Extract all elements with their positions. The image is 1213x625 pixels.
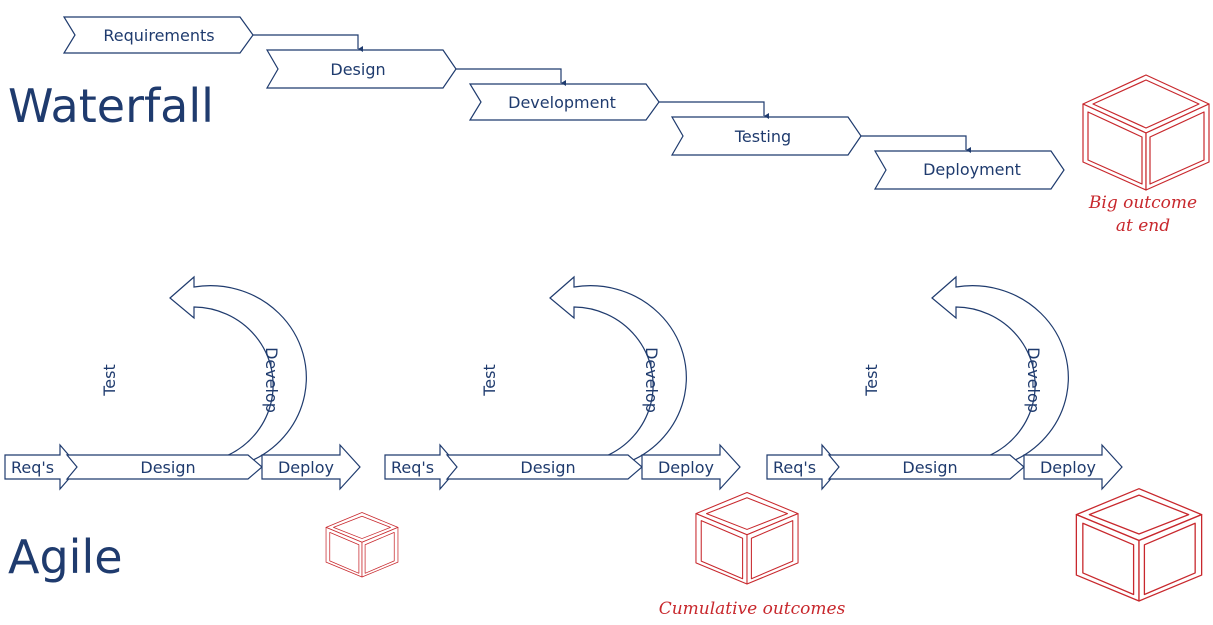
cycle-loop-arrow: [921, 275, 1069, 471]
waterfall-stage-design: Design: [265, 49, 457, 89]
waterfall-stage-requirements: Requirements: [62, 16, 254, 54]
svg-text:Req's: Req's: [11, 458, 54, 477]
svg-text:Req's: Req's: [391, 458, 434, 477]
connector-arrow: [253, 34, 363, 52]
agile-cycle-2: Req's Design Deploy Develop Test: [384, 275, 741, 491]
waterfall-stage-deployment: Deployment: [873, 150, 1065, 190]
deploy-arrow: [261, 443, 361, 491]
big-outcome-label: Big outcome: [1088, 193, 1197, 213]
connector-arrow: [659, 101, 769, 119]
cycle-loop-arrow: [539, 275, 687, 471]
svg-text:Deploy: Deploy: [658, 458, 714, 477]
svg-text:Test: Test: [480, 364, 499, 397]
deploy-arrow: [641, 443, 741, 491]
svg-text:Deploy: Deploy: [278, 458, 334, 477]
deploy-arrow: [1023, 443, 1123, 491]
svg-text:Develop: Develop: [1024, 347, 1043, 413]
svg-text:Design: Design: [140, 458, 195, 477]
design-arrow: [445, 454, 643, 480]
svg-text:Testing: Testing: [734, 127, 791, 146]
connector-arrow: [456, 68, 566, 86]
svg-text:Design: Design: [520, 458, 575, 477]
svg-text:Req's: Req's: [773, 458, 816, 477]
cycle-loop-arrow: [159, 275, 307, 471]
design-arrow: [827, 454, 1025, 480]
svg-text:Development: Development: [508, 93, 616, 112]
big-outcome-label-2: at end: [1116, 216, 1170, 236]
cumulative-outcomes-label: Cumulative outcomes: [659, 599, 846, 619]
large-outcome-box-icon: [1075, 488, 1203, 602]
connector-arrow: [861, 135, 971, 153]
svg-text:Design: Design: [902, 458, 957, 477]
svg-text:Design: Design: [330, 60, 385, 79]
agile-cycle-3: Req's Design Deploy Develop Test: [766, 275, 1123, 491]
svg-text:Test: Test: [100, 364, 119, 397]
svg-text:Develop: Develop: [642, 347, 661, 413]
agile-title: Agile: [8, 530, 123, 584]
svg-text:Develop: Develop: [262, 347, 281, 413]
big-outcome-box-icon: [1082, 74, 1210, 191]
waterfall-title: Waterfall: [8, 79, 214, 133]
waterfall-stage-testing: Testing: [670, 116, 862, 156]
svg-text:Deployment: Deployment: [923, 160, 1021, 179]
svg-text:Test: Test: [862, 364, 881, 397]
small-outcome-box-icon: [325, 512, 399, 578]
svg-text:Deploy: Deploy: [1040, 458, 1096, 477]
waterfall-stage-development: Development: [468, 83, 660, 121]
design-arrow: [65, 454, 263, 480]
agile-cycle-1: Req's Design Deploy Develop Test: [4, 275, 361, 491]
svg-text:Requirements: Requirements: [103, 26, 214, 45]
medium-outcome-box-icon: [695, 491, 799, 585]
